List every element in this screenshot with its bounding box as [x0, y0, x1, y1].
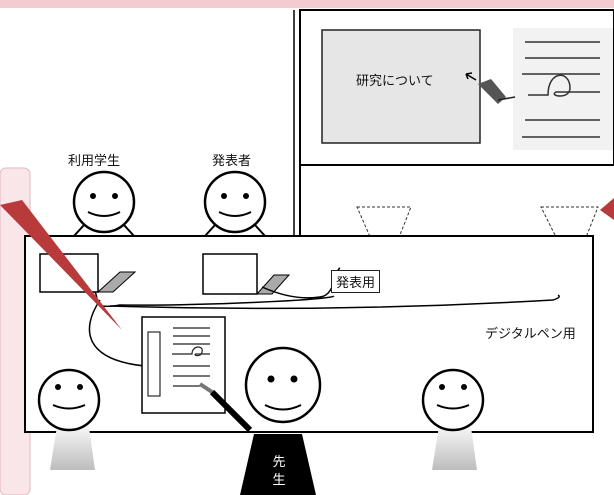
cable-tablet — [88, 299, 146, 367]
presenter-figure — [203, 170, 267, 237]
teacher-label-2: 生 — [272, 473, 286, 488]
callout-right-pointer — [600, 198, 614, 220]
audience-student-right — [421, 368, 485, 470]
user-student-label: 利用学生 — [68, 154, 121, 169]
digital-pen-paper-projection — [513, 28, 613, 150]
pen-icon — [465, 72, 516, 104]
presenter-label: 発表者 — [212, 154, 252, 169]
presentation-screen — [321, 29, 481, 144]
paper-lines — [522, 41, 600, 138]
teacher-label-1: 先 — [272, 455, 286, 470]
user-student-figure — [72, 170, 136, 237]
cable-pen-projector — [109, 294, 560, 310]
screen-text: 研究について — [356, 74, 434, 89]
digital-pen-tablet — [141, 316, 226, 414]
presenter-laptop-icon — [202, 253, 291, 295]
audience-student-left — [37, 368, 101, 470]
top-pink-band — [0, 0, 614, 8]
presentation-projector-label: 発表用 — [331, 270, 381, 293]
digital-pen-projector-label: デジタルペン用 — [485, 327, 576, 342]
teacher-figure — [198, 346, 322, 495]
callout-left-pointer — [0, 200, 122, 330]
